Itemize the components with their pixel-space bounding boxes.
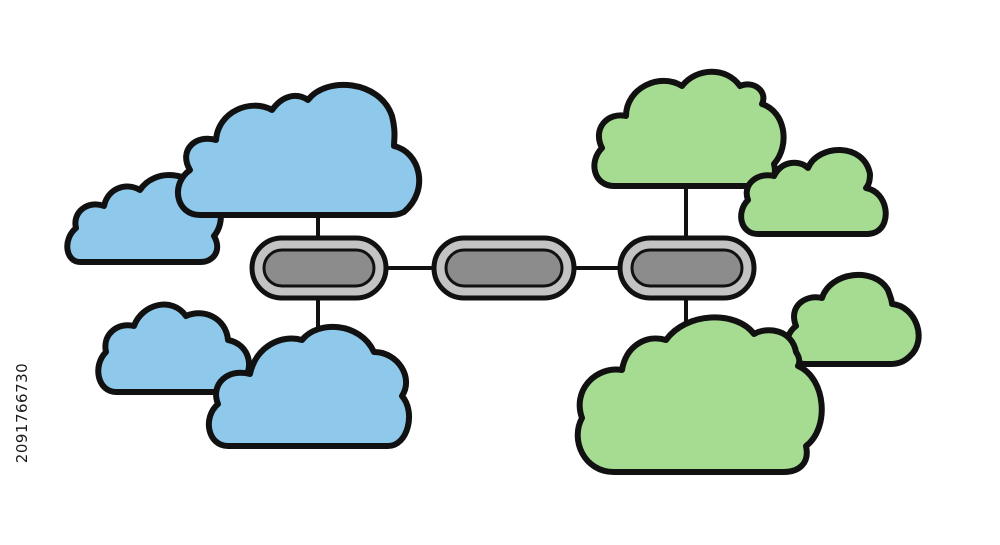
stock-id-text: 2091766730 <box>13 362 31 464</box>
green-cloud-top <box>591 68 787 189</box>
node-left <box>249 235 389 301</box>
node-middle <box>431 235 577 301</box>
right-cloud-group <box>574 68 922 475</box>
stock-id-label-container: 2091766730 <box>2 288 42 538</box>
left-cloud-group <box>64 81 423 449</box>
green-cloud-large-bottom <box>574 314 825 475</box>
blue-cloud-large-bottom <box>206 323 413 449</box>
green-cloud-small-top-right <box>738 147 889 237</box>
green-cloud-small-bottom-right <box>784 271 922 367</box>
central-nodes <box>249 235 757 301</box>
blue-cloud-large-top <box>175 81 423 218</box>
node-right <box>617 235 757 301</box>
